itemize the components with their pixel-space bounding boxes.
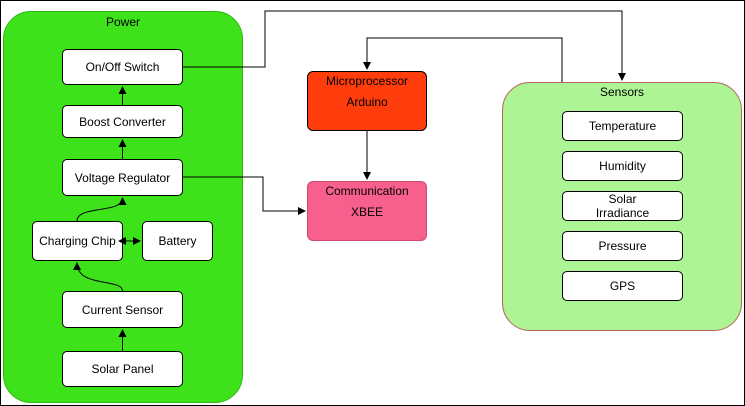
arrow-charging-to-regulator bbox=[76, 197, 127, 222]
arrow-current-to-charging bbox=[73, 262, 123, 292]
battery-box: Battery bbox=[142, 221, 213, 261]
on-off-switch-box: On/Off Switch bbox=[62, 49, 183, 85]
boost-converter-box: Boost Converter bbox=[62, 105, 183, 138]
arrow-regulator-to-comm bbox=[183, 176, 306, 215]
power-title: Power bbox=[105, 15, 140, 29]
microprocessor-label: Microprocessor bbox=[325, 74, 409, 88]
communication-label: Communication bbox=[325, 184, 409, 198]
voltage-regulator-box: Voltage Regulator bbox=[62, 159, 183, 196]
microprocessor-box: Microprocessor Arduino bbox=[307, 71, 427, 131]
pressure-box: Pressure bbox=[562, 231, 683, 261]
temperature-box: Temperature bbox=[562, 111, 683, 141]
communication-box: Communication XBEE bbox=[307, 181, 427, 241]
current-sensor-box: Current Sensor bbox=[62, 291, 183, 328]
solar-irradiance-box: Solar Irradiance bbox=[562, 191, 683, 221]
arduino-label: Arduino bbox=[346, 95, 388, 109]
arrow-switch-to-sensors bbox=[183, 10, 626, 81]
gps-box: GPS bbox=[562, 271, 683, 301]
arrow-sensors-to-micro bbox=[363, 37, 563, 82]
xbee-label: XBEE bbox=[350, 205, 383, 219]
sensors-title: Sensors bbox=[599, 85, 645, 99]
humidity-box: Humidity bbox=[562, 151, 683, 181]
solar-panel-box: Solar Panel bbox=[62, 351, 183, 387]
